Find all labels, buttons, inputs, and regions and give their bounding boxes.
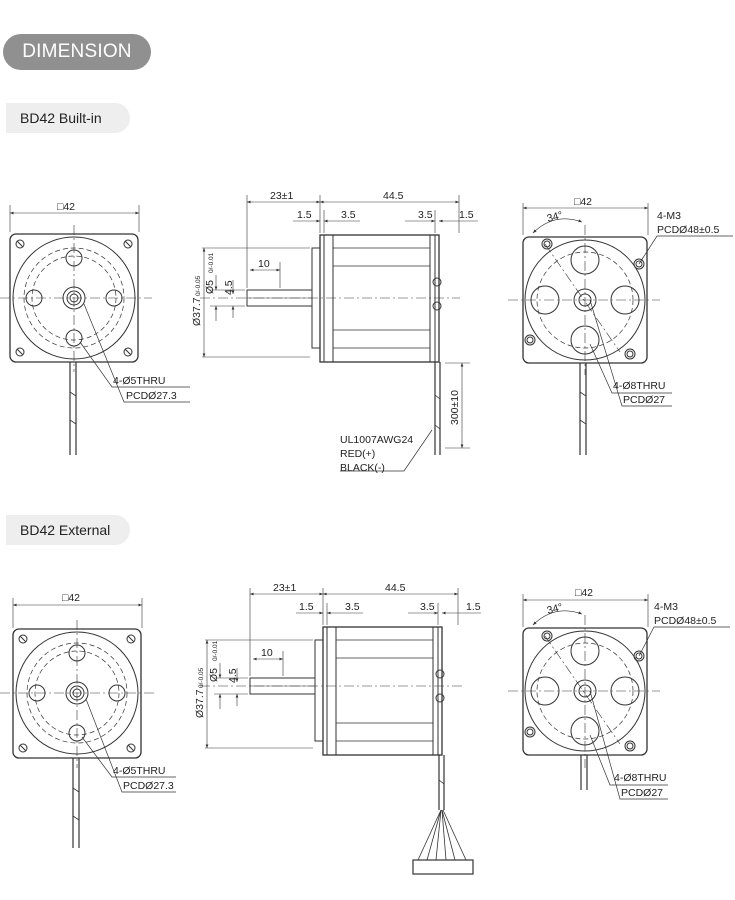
rear-angle-label-ext: 34° bbox=[546, 601, 564, 617]
subsection-title-external: BD42 External bbox=[6, 515, 130, 545]
side-view-external bbox=[200, 588, 481, 875]
front-view-builtin bbox=[0, 205, 190, 455]
side-key-length-ext: 10 bbox=[261, 647, 273, 659]
side-flange-ext: 1.5 bbox=[299, 601, 314, 613]
wire-black: BLACK(-) bbox=[340, 462, 385, 474]
front-thru-label: 4-Ø5THRU bbox=[113, 375, 166, 387]
rear-thru-label: 4-Ø8THRU bbox=[613, 380, 666, 392]
side-flange-rear: 1.5 bbox=[459, 209, 474, 221]
side-pilot-tol: 0/-0.05 bbox=[195, 275, 202, 296]
rear-m3-label: 4-M3 bbox=[657, 210, 681, 222]
side-shaft-dia: Ø5 bbox=[204, 280, 216, 294]
side-shaft-length: 23±1 bbox=[270, 190, 293, 202]
side-step-rear-ext: 3.5 bbox=[420, 601, 435, 613]
rear-pcd-m3-label-ext: PCDØ48±0.5 bbox=[654, 615, 717, 627]
drawing-builtin: □42 4-Ø5THRU PCDØ27.3 bbox=[0, 190, 733, 474]
side-pilot-dia-ext: Ø37.7 bbox=[194, 689, 206, 718]
side-flat: 4.5 bbox=[223, 280, 235, 295]
side-pilot-dia: Ø37.7 bbox=[191, 297, 203, 326]
rear-view-external bbox=[508, 594, 730, 800]
front-square-label-ext: □42 bbox=[62, 592, 80, 604]
side-body-length: 44.5 bbox=[383, 190, 404, 202]
side-shaft-length-ext: 23±1 bbox=[273, 582, 296, 594]
rear-square-label: □42 bbox=[574, 196, 592, 208]
side-lead-length: 300±10 bbox=[449, 390, 461, 425]
rear-pcd-label-ext: PCDØ27 bbox=[621, 787, 663, 799]
front-square-label: □42 bbox=[57, 201, 75, 213]
wire-spec: UL1007AWG24 bbox=[340, 434, 413, 446]
rear-m3-label-ext: 4-M3 bbox=[654, 601, 678, 613]
side-step: 3.5 bbox=[341, 209, 356, 221]
side-step-rear: 3.5 bbox=[418, 209, 433, 221]
section-title: DIMENSION bbox=[3, 34, 151, 70]
rear-thru-label-ext: 4-Ø8THRU bbox=[614, 772, 667, 784]
side-step-ext: 3.5 bbox=[345, 601, 360, 613]
rear-square-label-ext: □42 bbox=[575, 587, 593, 599]
side-shaft-tol: 0/-0.01 bbox=[208, 252, 215, 273]
side-pilot-tol-ext: 0/-0.05 bbox=[198, 667, 205, 688]
side-shaft-tol-ext: 0/-0.01 bbox=[212, 640, 219, 661]
side-body-length-ext: 44.5 bbox=[385, 582, 406, 594]
side-shaft-dia-ext: Ø5 bbox=[208, 668, 220, 682]
side-flat-ext: 4.5 bbox=[227, 668, 239, 683]
rear-angle-label: 34° bbox=[546, 209, 564, 225]
front-thru-label-ext: 4-Ø5THRU bbox=[113, 765, 166, 777]
side-flange: 1.5 bbox=[297, 209, 312, 221]
wire-red: RED(+) bbox=[340, 448, 375, 460]
rear-pcd-m3-label: PCDØ48±0.5 bbox=[657, 224, 720, 236]
front-view-external bbox=[0, 598, 176, 848]
side-view-builtin bbox=[200, 195, 478, 472]
front-pcd-label-ext: PCDØ27.3 bbox=[123, 780, 174, 792]
side-flange-rear-ext: 1.5 bbox=[466, 601, 481, 613]
subsection-title-builtin: BD42 Built-in bbox=[6, 103, 130, 133]
drawing-external: □42 4-Ø5THRU PCDØ27.3 bbox=[0, 582, 730, 875]
rear-view-builtin bbox=[508, 203, 733, 455]
side-key-length: 10 bbox=[258, 258, 270, 270]
rear-pcd-label: PCDØ27 bbox=[623, 394, 665, 406]
front-pcd-label: PCDØ27.3 bbox=[126, 390, 177, 402]
